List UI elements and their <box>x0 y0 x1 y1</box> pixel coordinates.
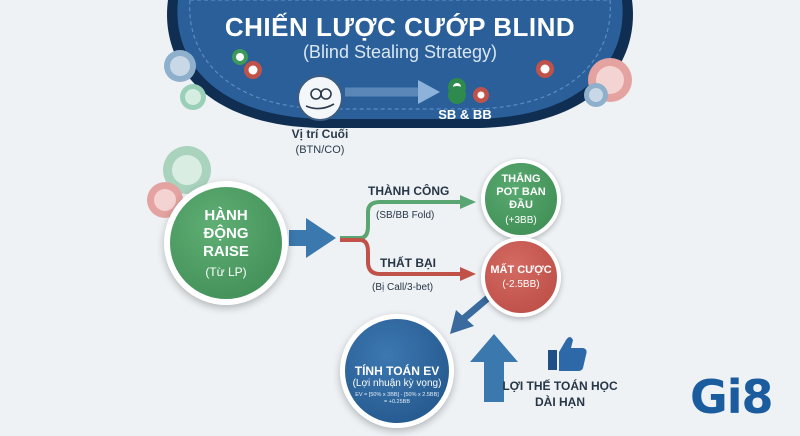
chip-stack-icon-right <box>536 58 632 107</box>
up-arrow <box>470 334 518 402</box>
target-label: SB & BB <box>438 107 492 122</box>
ev-result: = +0.25BB <box>384 399 410 405</box>
win-value: (+3BB) <box>505 214 537 226</box>
brand-logo: Gi8 <box>690 370 774 424</box>
poker-table <box>167 0 633 128</box>
raise-sub: (Từ LP) <box>205 265 247 279</box>
win-title: THẮNG POT BAN ĐẦU <box>496 172 546 211</box>
raise-arrow <box>289 218 336 258</box>
success-branch-line <box>340 200 462 240</box>
loss-title: MẤT CƯỢC <box>490 264 552 276</box>
ev-title: TÍNH TOÁN EV <box>354 364 440 378</box>
fail-branch-arrowhead <box>460 267 476 281</box>
ev-node: TÍNH TOÁN EV (Lợi nhuận kỳ vọng) EV = [5… <box>340 314 454 428</box>
math-advantage-label: LỢI THẾ TOÁN HỌC DÀI HẠN <box>502 379 618 409</box>
fail-sub: (Bị Call/3-bet) <box>372 282 434 293</box>
ev-sub: (Lợi nhuận kỳ vọng) <box>352 378 442 389</box>
position-sub: (BTN/CO) <box>295 144 345 156</box>
loss-to-ev-arrow <box>450 295 491 334</box>
loss-node: MẤT CƯỢC (-2.5BB) <box>481 237 561 317</box>
success-label: THÀNH CÔNG <box>368 184 450 198</box>
blind-chips-icon <box>448 78 489 104</box>
page-title: CHIẾN LƯỢC CƯỚP BLIND <box>224 12 576 42</box>
position-icon <box>297 75 343 121</box>
loss-value: (-2.5BB) <box>502 279 540 290</box>
raise-node: HÀNH ĐỘNG RAISE (Từ LP) <box>164 181 288 305</box>
chip-stack-icon-mid <box>147 146 211 218</box>
success-branch-arrowhead <box>460 195 476 209</box>
fail-label: THẤT BẠI <box>380 256 436 270</box>
thumbs-up-icon <box>548 337 587 371</box>
chip-stack-icon-left <box>164 49 262 110</box>
page-subtitle: (Blind Stealing Strategy) <box>302 42 498 62</box>
ev-formula: EV = [50% x 3BB] - [50% x 2.5BB] <box>355 392 439 398</box>
raise-title: HÀNH ĐỘNG RAISE <box>203 207 249 260</box>
success-sub: (SB/BB Fold) <box>376 210 435 221</box>
win-node: THẮNG POT BAN ĐẦU (+3BB) <box>481 159 561 239</box>
arrow-to-blinds <box>345 80 440 104</box>
fail-branch-line <box>340 238 462 276</box>
position-label: Vị trí Cuối <box>291 127 349 141</box>
